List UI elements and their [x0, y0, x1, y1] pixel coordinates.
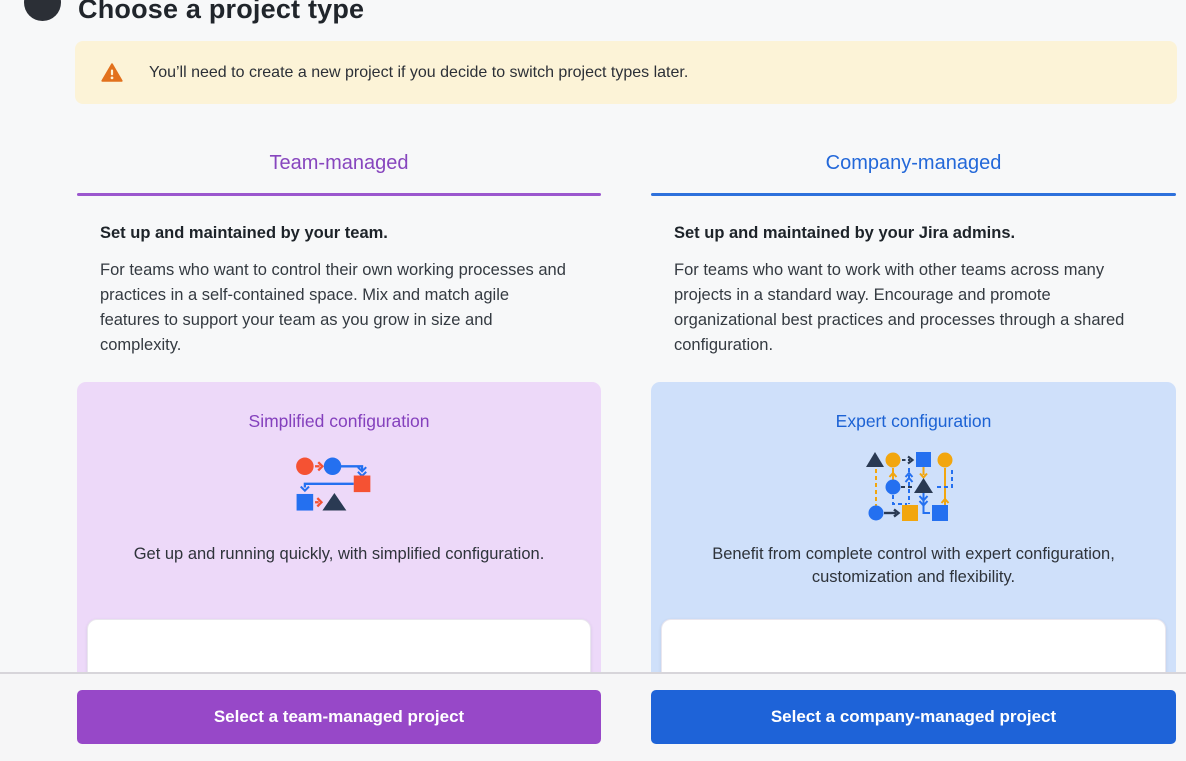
select-company-managed-button[interactable]: Select a company-managed project [651, 690, 1176, 744]
simplified-configuration-card: Simplified configuration [77, 382, 601, 672]
team-card-preview-panel [87, 619, 591, 672]
footer-action-bar: Select a team-managed project Select a c… [0, 674, 1186, 761]
team-managed-underline [77, 193, 601, 196]
content-area: Choose a project type You’ll need to cre… [0, 0, 1186, 672]
expert-workflow-diagram-icon [651, 446, 1176, 529]
team-managed-heading: Team-managed [269, 152, 409, 174]
footer-divider [0, 672, 1186, 674]
simplified-configuration-title: Simplified configuration [248, 411, 430, 431]
project-type-columns: Team-managed Set up and maintained by yo… [77, 126, 1186, 672]
company-managed-column: Company-managed Set up and maintained by… [651, 126, 1176, 672]
step-indicator-circle-icon [24, 0, 61, 21]
expert-configuration-description: Benefit from complete control with exper… [712, 545, 1115, 586]
company-managed-lead: Set up and maintained by your Jira admin… [674, 224, 1016, 242]
company-managed-underline [651, 193, 1176, 196]
select-team-managed-button[interactable]: Select a team-managed project [77, 690, 601, 744]
warning-text: You’ll need to create a new project if y… [149, 63, 689, 81]
simplified-workflow-diagram-icon [77, 446, 601, 529]
company-card-preview-panel [661, 619, 1166, 672]
warning-triangle-icon [101, 62, 123, 82]
expert-configuration-title: Expert configuration [835, 411, 992, 431]
team-managed-lead: Set up and maintained by your team. [100, 224, 388, 242]
company-managed-heading: Company-managed [825, 152, 1002, 174]
team-managed-description: For teams who want to control their own … [100, 261, 566, 354]
team-managed-column: Team-managed Set up and maintained by yo… [77, 126, 601, 672]
expert-configuration-card: Expert configuration [651, 382, 1176, 672]
page-title: Choose a project type [78, 0, 365, 24]
step-header: Choose a project type [0, 0, 1186, 24]
company-managed-description: For teams who want to work with other te… [674, 261, 1125, 354]
warning-banner: You’ll need to create a new project if y… [75, 41, 1177, 104]
simplified-configuration-description: Get up and running quickly, with simplif… [133, 545, 545, 563]
